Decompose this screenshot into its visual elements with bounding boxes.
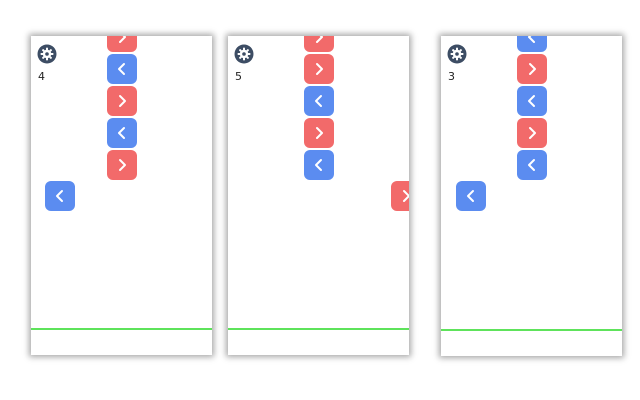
- tile-right[interactable]: [304, 36, 334, 52]
- tile-left-falling[interactable]: [45, 181, 75, 211]
- chevron-left-icon: [528, 95, 535, 107]
- ground-line: [31, 328, 212, 330]
- ground-line: [441, 329, 622, 331]
- ground-line: [228, 328, 409, 330]
- game-screen-2: 5: [228, 36, 409, 355]
- tile-right[interactable]: [107, 150, 137, 180]
- gear-icon[interactable]: [37, 44, 57, 64]
- tile-right[interactable]: [517, 118, 547, 148]
- chevron-right-icon: [316, 36, 323, 43]
- tile-left-falling[interactable]: [456, 181, 486, 211]
- chevron-right-icon: [316, 127, 323, 139]
- tile-right[interactable]: [517, 54, 547, 84]
- tile-left[interactable]: [517, 36, 547, 52]
- chevron-right-icon: [403, 190, 409, 202]
- tile-right-sliding[interactable]: [391, 181, 409, 211]
- chevron-left-icon: [118, 63, 125, 75]
- game-screen-1: 4: [31, 36, 212, 355]
- chevron-left-icon: [528, 36, 535, 43]
- tile-right[interactable]: [304, 54, 334, 84]
- tile-left[interactable]: [304, 150, 334, 180]
- tile-left[interactable]: [517, 150, 547, 180]
- tile-right[interactable]: [107, 86, 137, 116]
- score: 5: [235, 70, 242, 83]
- chevron-left-icon: [315, 95, 322, 107]
- chevron-right-icon: [316, 63, 323, 75]
- chevron-left-icon: [528, 159, 535, 171]
- score: 3: [448, 70, 455, 83]
- chevron-right-icon: [119, 95, 126, 107]
- tile-right[interactable]: [304, 118, 334, 148]
- game-screen-3: 3: [441, 36, 622, 356]
- chevron-left-icon: [467, 190, 474, 202]
- tile-right[interactable]: [107, 36, 137, 52]
- tile-left[interactable]: [304, 86, 334, 116]
- chevron-left-icon: [118, 127, 125, 139]
- chevron-right-icon: [119, 159, 126, 171]
- chevron-right-icon: [529, 127, 536, 139]
- tile-left[interactable]: [517, 86, 547, 116]
- tile-left[interactable]: [107, 54, 137, 84]
- chevron-left-icon: [56, 190, 63, 202]
- tile-left[interactable]: [107, 118, 137, 148]
- chevron-right-icon: [529, 63, 536, 75]
- gear-icon[interactable]: [234, 44, 254, 64]
- gear-icon[interactable]: [447, 44, 467, 64]
- chevron-left-icon: [315, 159, 322, 171]
- score: 4: [38, 70, 45, 83]
- chevron-right-icon: [119, 36, 126, 43]
